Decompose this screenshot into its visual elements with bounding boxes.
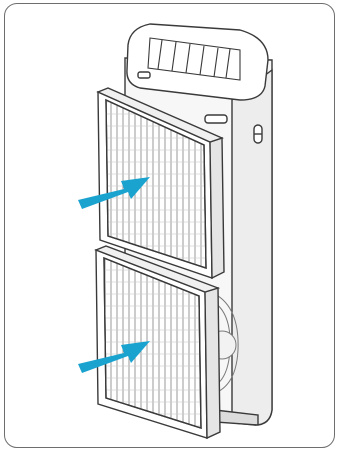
control-button bbox=[138, 72, 150, 78]
control-button bbox=[205, 115, 227, 123]
